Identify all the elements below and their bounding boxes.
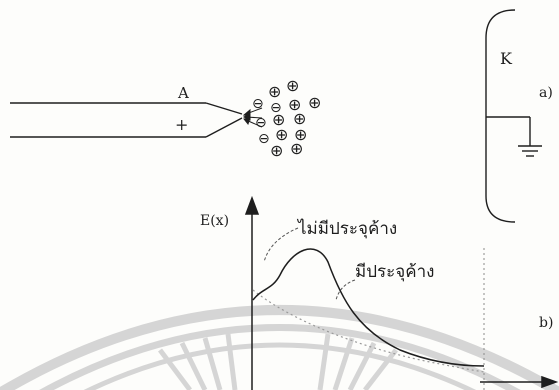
x-axis-arrowhead [541, 375, 559, 389]
positive-ion: ⊕ [275, 125, 288, 144]
arrow-3-head [243, 117, 251, 126]
label-a: a) [539, 85, 553, 101]
positive-ion: ⊕ [270, 141, 283, 160]
positive-ion: ⊕ [286, 76, 299, 95]
graph-axes [244, 195, 559, 390]
right-panel-circuit [485, 9, 542, 223]
positive-ion: ⊕ [290, 139, 303, 158]
needle-electrode [10, 102, 243, 138]
pointer-without-space-charge [263, 227, 299, 263]
positive-ion: ⊕ [268, 82, 281, 101]
curve-without-space-charge [252, 289, 485, 373]
positive-ion: ⊕ [272, 110, 285, 129]
negative-ion: ⊖ [255, 115, 267, 131]
negative-ion: ⊖ [270, 100, 282, 116]
label-b: b) [539, 315, 553, 331]
field-arrows [242, 107, 263, 128]
tip-label-a: A [177, 84, 189, 102]
watermark-rays [158, 333, 398, 390]
watermark-arc-outer [0, 305, 559, 390]
label-with-space-charge: มีประจุค้าง [355, 262, 434, 282]
curve-with-space-charge [252, 248, 485, 367]
label-k: K [500, 49, 513, 68]
positive-ion: ⊕ [308, 93, 321, 112]
watermark-seal [0, 305, 559, 390]
positive-ion: ⊕ [293, 109, 306, 128]
needle-taper-top [205, 102, 243, 115]
ion-cloud: ⊖ ⊕ ⊕ ⊖ ⊕ ⊕ ⊖ ⊕ ⊕ ⊖ ⊕ ⊕ ⊕ ⊕ [252, 76, 321, 160]
watermark-arc-inner [83, 342, 477, 390]
label-pointers [263, 227, 356, 301]
negative-ion: ⊖ [252, 96, 264, 112]
watermark-arc-middle [39, 324, 521, 390]
positive-ion: ⊕ [294, 125, 307, 144]
pointer-with-space-charge [335, 279, 356, 301]
positive-ion: ⊕ [288, 95, 301, 114]
needle-taper-bottom [205, 117, 243, 138]
y-axis-label: E(x) [200, 213, 229, 229]
tip-sign-plus: + [175, 115, 188, 134]
y-axis-arrowhead [244, 195, 260, 215]
bracket [485, 9, 516, 223]
negative-ion: ⊖ [258, 131, 270, 147]
label-without-space-charge: ไม่มีประจุค้าง [296, 218, 397, 239]
